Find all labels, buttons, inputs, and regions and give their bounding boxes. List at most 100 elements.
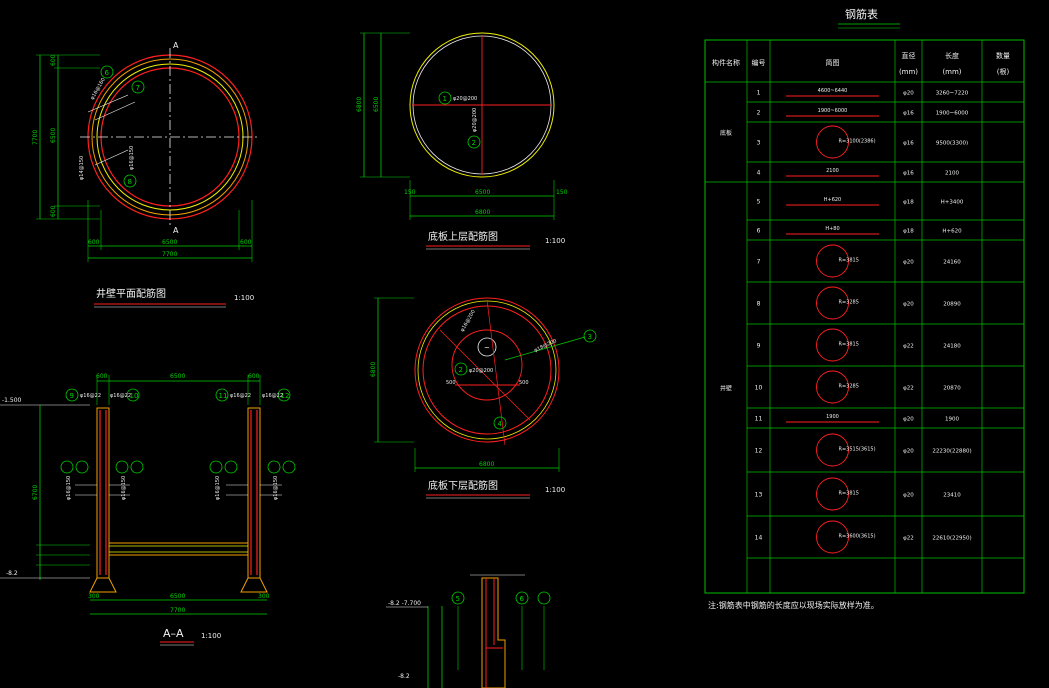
table-cell-len-5: H+620 xyxy=(942,229,962,235)
table-cell-dia-1: φ16 xyxy=(903,111,914,117)
table-cell-shape-3: 2100 xyxy=(826,168,839,174)
section-title: A–A xyxy=(163,627,184,640)
section-bubble-label-1: 9 xyxy=(70,392,74,400)
section-dim-top-inner: 6500 xyxy=(170,373,185,380)
table-shape-circle-7 xyxy=(816,286,849,320)
section-level-bottom: -8.2 xyxy=(6,570,18,577)
section-dim-bottom-inner: 6500 xyxy=(170,593,185,600)
table-cell-no-9: 10 xyxy=(755,385,763,392)
plan-leader-3 xyxy=(94,149,129,166)
bottom-slab-center-ring xyxy=(451,329,523,401)
section-rebar-label-4: φ16@22 xyxy=(262,393,283,399)
section-side-bubble-5 xyxy=(209,460,223,474)
table-cell-len-6: 24160 xyxy=(943,260,961,266)
plan-dim-v-total: 7700 xyxy=(32,130,39,145)
table-cell-len-11: 22230(22880) xyxy=(932,449,971,455)
table-cell-len-3: 2100 xyxy=(945,171,959,177)
section-left-footing xyxy=(89,577,117,593)
section-bubble-1 xyxy=(65,388,79,402)
table-cell-len-0: 3260~7220 xyxy=(936,91,969,97)
bottom-slab-outer-circle xyxy=(414,297,560,443)
detail-bubble-2 xyxy=(515,591,529,605)
top-slab-dim-v-outer: 6800 xyxy=(356,97,363,112)
table-cell-shape-0: 4600~6440 xyxy=(818,88,848,94)
table-cell-len-10: 1900 xyxy=(945,417,959,423)
bottom-slab-dim-v: 6800 xyxy=(370,362,377,377)
table-cell-shape-5: H+80 xyxy=(825,226,839,232)
bottom-slab-bubble-3 xyxy=(583,329,597,343)
plan-bubble-2 xyxy=(131,80,145,94)
table-cell-len-8: 24180 xyxy=(943,344,961,350)
table-header-4: 长度 xyxy=(945,51,959,60)
top-slab-scale: 1:100 xyxy=(545,237,565,245)
section-side-rebar-label-1: φ16@150 xyxy=(66,476,72,500)
top-slab-bubble-label-1: 1 xyxy=(443,95,447,103)
plan-title: 井壁平面配筋图 xyxy=(96,287,166,300)
section-scale: 1:100 xyxy=(201,632,221,640)
table-cell-no-1: 2 xyxy=(757,110,761,117)
detail-view: -8.2 -7.700 -8.2 5 6 xyxy=(386,574,551,688)
plan-dim-v-wall-bottom: 600 xyxy=(50,205,57,217)
section-side-bubble-3 xyxy=(115,460,129,474)
bottom-slab-rebar-line-1 xyxy=(486,299,506,446)
section-bubble-label-3: 11 xyxy=(219,392,228,400)
plan-dim-v-wall-top: 600 xyxy=(50,54,57,66)
table-shape-circle-2 xyxy=(816,125,849,159)
plan-section-mark-top: A xyxy=(173,41,179,50)
section-view: 600 6500 600 300 6500 300 7700 -1.500 67… xyxy=(0,373,296,646)
bottom-slab-bubble-1 xyxy=(477,337,497,357)
table-header-5: 数量 xyxy=(996,51,1010,60)
section-side-bubble-2 xyxy=(75,460,89,474)
section-right-footing xyxy=(240,577,268,593)
table-header-2: 简图 xyxy=(826,58,840,67)
table-cell-shape-10: 1900 xyxy=(826,414,839,420)
section-bubble-label-2: 10 xyxy=(130,392,139,400)
table-shape-circle-12 xyxy=(816,477,849,511)
section-dim-top-wall-right: 600 xyxy=(248,373,260,380)
bottom-slab-view: ~ 3 φ18@200 2 φ20@200 4 φ16@200 500 500 … xyxy=(370,297,597,499)
section-side-rebar-label-4: φ16@150 xyxy=(273,476,279,500)
top-slab-rebar-label-2: φ20@200 xyxy=(472,108,478,132)
top-slab-view: 1 φ20@200 2 φ20@200 6800 6500 150 6500 1… xyxy=(356,32,568,250)
plan-leader-2 xyxy=(94,101,136,121)
plan-dim-h-wall-left: 600 xyxy=(88,239,100,246)
bottom-slab-bubble-label-3: 3 xyxy=(588,333,592,341)
section-bottom-slab xyxy=(108,542,249,556)
table-cell-no-6: 7 xyxy=(757,259,761,266)
detail-wall-outline xyxy=(481,577,506,688)
table-cell-shape-1: 1900~6000 xyxy=(818,108,848,114)
plan-bubble-label-2: 7 xyxy=(136,84,140,92)
section-dim-top-wall-left: 600 xyxy=(96,373,108,380)
table-shape-circle-11 xyxy=(816,433,849,467)
plan-bubble-3 xyxy=(123,174,137,188)
plan-dim-h-total: 7700 xyxy=(162,251,177,258)
section-bubble-2 xyxy=(126,388,140,402)
section-side-rebar-label-3: φ16@150 xyxy=(215,476,221,500)
section-bubble-3 xyxy=(215,388,229,402)
detail-level-bottom-label: -8.2 xyxy=(398,673,410,680)
plan-bubble-label-1: 6 xyxy=(105,69,110,77)
table-cell-no-0: 1 xyxy=(757,90,761,97)
bottom-slab-rebar-line-2 xyxy=(439,329,531,421)
top-slab-dim-edge-right: 150 xyxy=(556,189,568,196)
table-cell-dia-9: φ22 xyxy=(903,386,914,392)
table-cell-shape-9: R=3285 xyxy=(839,384,859,390)
table-cell-dia-5: φ18 xyxy=(903,229,914,235)
section-side-bubble-6 xyxy=(224,460,238,474)
bottom-slab-bubble-label-2: 2 xyxy=(459,366,463,374)
table-title: 钢筋表 xyxy=(845,7,878,21)
table-shape-circle-13 xyxy=(816,520,849,554)
section-bubble-4 xyxy=(277,388,291,402)
table-cell-dia-12: φ20 xyxy=(903,493,914,499)
bottom-slab-scale: 1:100 xyxy=(545,486,565,494)
plan-dim-h-wall-right: 600 xyxy=(240,239,252,246)
detail-bubble-label-1: 5 xyxy=(456,595,460,603)
table-cell-shape-11: R=3515(3615) xyxy=(839,447,876,453)
table-cell-no-13: 14 xyxy=(755,535,763,542)
plan-rebar-label-2: φ14@150 xyxy=(79,156,85,180)
top-slab-dim-h-outer: 6800 xyxy=(475,209,490,216)
table-cell-dia-13: φ22 xyxy=(903,536,914,542)
